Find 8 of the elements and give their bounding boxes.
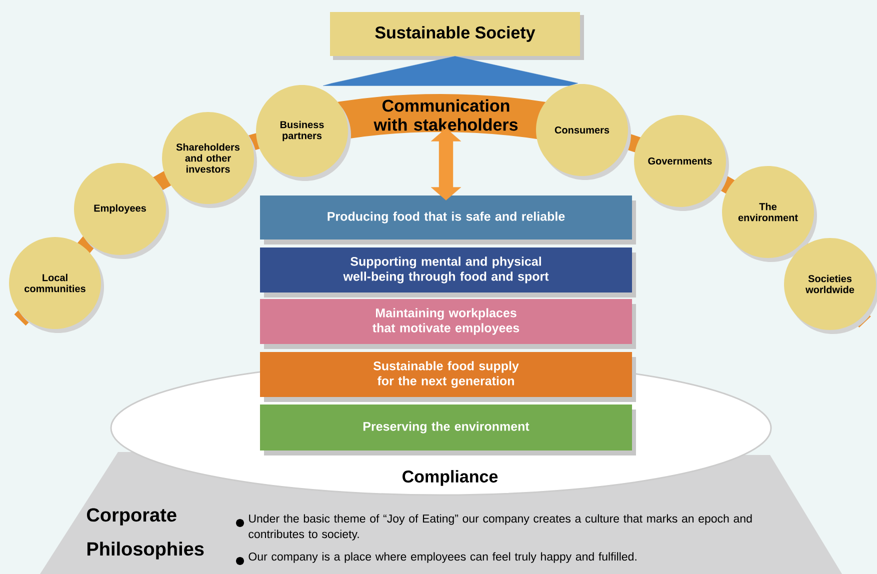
value-bar: Maintaining workplaces that motivate employees <box>260 299 636 349</box>
value-bar: Producing food that is safe and reliable <box>260 196 636 244</box>
title-box: Sustainable Society <box>330 12 584 60</box>
arrow <box>322 56 578 86</box>
value-bar: Preserving the environment <box>260 404 636 456</box>
arrow <box>430 128 462 200</box>
value-bar: Supporting mental and physical well-being through food and sport <box>260 248 636 298</box>
value-bar: Sustainable food supply for the next generation <box>260 352 636 402</box>
